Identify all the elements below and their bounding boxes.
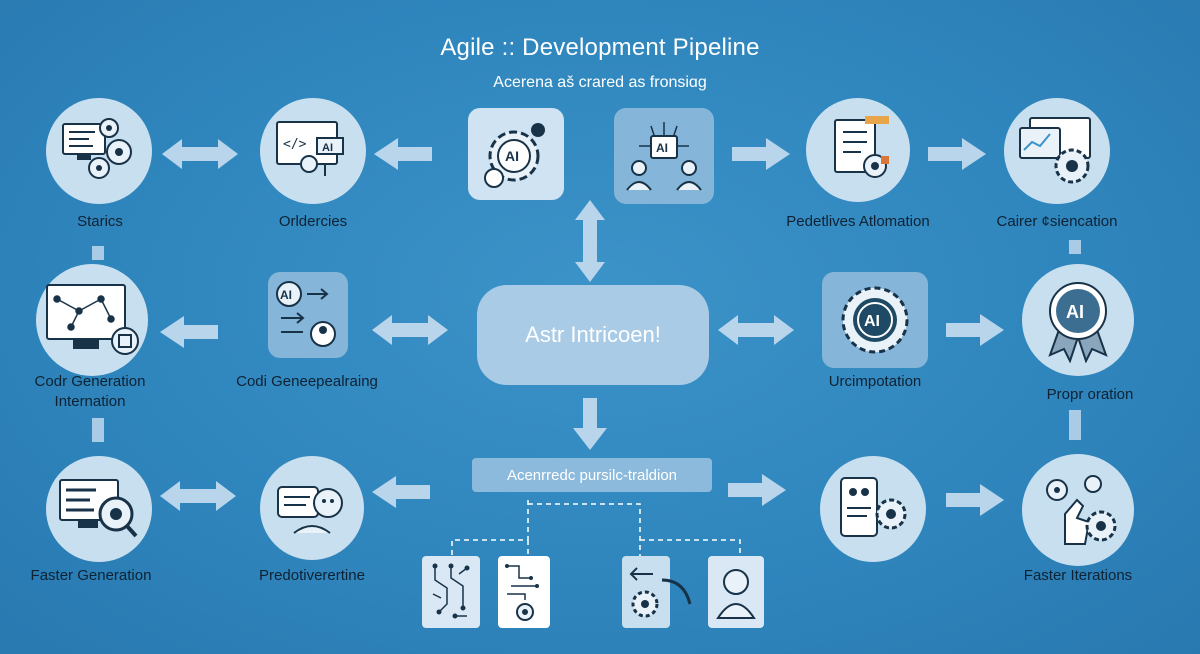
predetives-node[interactable] bbox=[806, 98, 910, 202]
left-arrow-3 bbox=[372, 476, 430, 508]
right-arrow-2 bbox=[928, 138, 986, 170]
bidirectional-arrow-2 bbox=[372, 315, 448, 345]
ai-chip-node[interactable]: AI bbox=[614, 108, 714, 204]
urcimpotation-label: Urcimpotation bbox=[828, 373, 922, 390]
code-gen-info-label: Codr Generation Internation bbox=[34, 373, 146, 410]
cairer-label: Cairer ¢siencation bbox=[996, 213, 1118, 230]
monitor-gears-icon bbox=[62, 118, 132, 179]
left-arrow-1 bbox=[374, 138, 432, 170]
faster-iterations-node[interactable] bbox=[1022, 454, 1134, 566]
faster-generation-node[interactable] bbox=[46, 456, 152, 562]
statics-node[interactable] bbox=[46, 98, 152, 204]
ai-circle-icon: AI bbox=[841, 286, 909, 354]
code-gen-info-node[interactable] bbox=[36, 264, 148, 376]
chat-robot-icon bbox=[277, 486, 343, 534]
tablet-gear-icon bbox=[840, 477, 907, 537]
monitor-network-icon bbox=[46, 284, 139, 355]
bidirectional-arrow-1 bbox=[162, 139, 238, 169]
svg-text:AI: AI bbox=[656, 141, 668, 155]
urcimpotation-node[interactable]: AI bbox=[822, 272, 928, 368]
connector-bar bbox=[92, 418, 104, 442]
page-subtitle: Acerenа аš crared as fronsiɑg bbox=[493, 74, 707, 91]
curved-arrow-icon bbox=[661, 578, 692, 605]
iterations-gears-icon bbox=[1046, 475, 1117, 545]
right-arrow-1 bbox=[732, 138, 790, 170]
code-gen-pair-label: Codi Geneepealraing bbox=[236, 373, 378, 390]
statics-label: Starics bbox=[77, 213, 123, 230]
flow-gear-icon bbox=[505, 564, 539, 621]
bidirectional-arrow-3 bbox=[718, 315, 794, 345]
person-icon bbox=[716, 569, 756, 619]
monitor-search-icon bbox=[59, 479, 138, 538]
svg-text:AI: AI bbox=[505, 148, 519, 164]
code-gen-pair-node[interactable]: AI bbox=[268, 272, 348, 358]
connector-bar bbox=[1069, 240, 1081, 254]
ai-gear-node[interactable]: AI bbox=[468, 108, 564, 200]
tablet-node[interactable] bbox=[820, 456, 926, 562]
sub-hub[interactable]: Acenrredc pursilc-traldion bbox=[472, 458, 712, 492]
svg-text:AI: AI bbox=[864, 313, 880, 330]
vertical-bidirectional-arrow bbox=[575, 200, 605, 282]
arrow-gear-tile[interactable] bbox=[622, 556, 670, 628]
proproration-node[interactable]: AI bbox=[1022, 264, 1134, 376]
right-arrow-4 bbox=[728, 474, 786, 506]
down-arrow bbox=[573, 398, 607, 450]
diagram-tile[interactable] bbox=[498, 556, 550, 628]
predotive-node[interactable] bbox=[260, 456, 364, 560]
page-title: Agile :: Development Pipeline bbox=[440, 34, 760, 61]
connector-bar bbox=[1069, 410, 1081, 440]
svg-text:AI: AI bbox=[280, 288, 292, 302]
ai-code-flow-icon: AI bbox=[276, 281, 336, 347]
ai-gear-icon: AI bbox=[484, 123, 545, 188]
predotive-label: Predotiverertine bbox=[259, 567, 365, 584]
dashboard-gear-icon bbox=[1019, 117, 1091, 184]
right-arrow-5 bbox=[946, 484, 1004, 516]
ai-chip-people-icon: AI bbox=[626, 122, 702, 191]
ai-medal-icon: AI bbox=[1048, 282, 1108, 363]
code-window-icon: </> AI bbox=[276, 121, 344, 176]
person-tile[interactable] bbox=[708, 556, 764, 628]
proproration-label: Propr oration bbox=[1046, 386, 1134, 403]
svg-text:AI: AI bbox=[322, 142, 333, 154]
center-hub[interactable]: Astr Intricoen! bbox=[477, 285, 709, 385]
dashed-connectors bbox=[451, 500, 741, 556]
circuit-tile[interactable] bbox=[422, 556, 480, 628]
checklist-icon bbox=[834, 116, 889, 178]
connector-bar bbox=[92, 246, 104, 260]
svg-text:</>: </> bbox=[283, 137, 307, 152]
bidirectional-arrow-4 bbox=[160, 481, 236, 511]
left-arrow-2 bbox=[160, 316, 218, 348]
orldercies-label: Orldercies bbox=[278, 213, 348, 230]
cairer-node[interactable] bbox=[1004, 98, 1110, 204]
circuit-icon bbox=[432, 563, 470, 619]
orldercies-node[interactable]: </> AI bbox=[260, 98, 366, 204]
arrow-gear-icon bbox=[629, 567, 659, 618]
right-arrow-3 bbox=[946, 314, 1004, 346]
svg-text:AI: AI bbox=[1066, 302, 1084, 322]
faster-generation-label: Faster Generation bbox=[30, 567, 152, 584]
faster-iterations-label: Faster Iterations bbox=[1023, 567, 1133, 584]
predetives-label: Pedetlives Atlomation bbox=[786, 213, 930, 230]
